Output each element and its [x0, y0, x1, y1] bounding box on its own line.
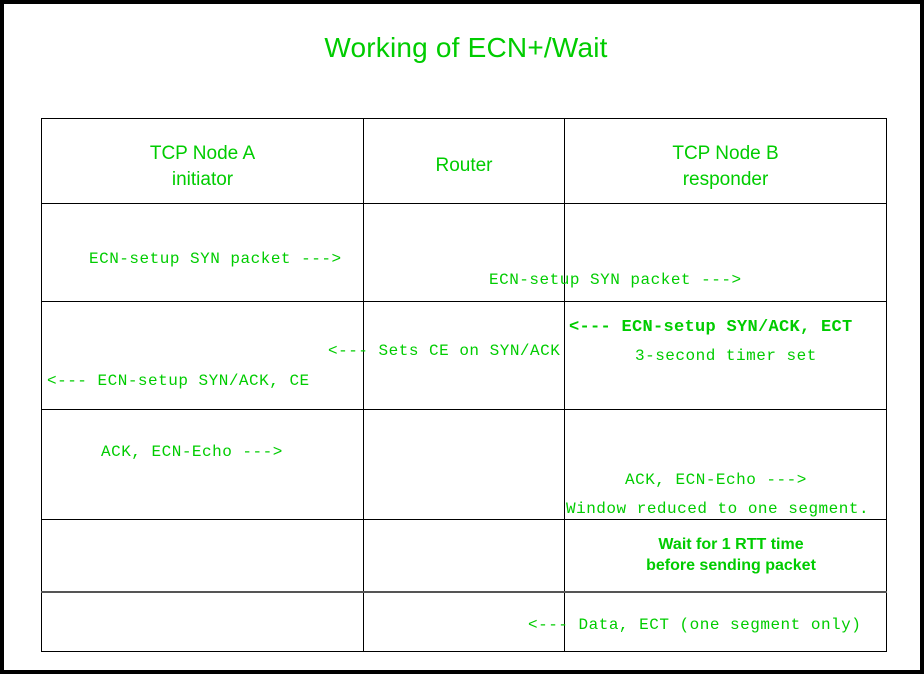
cell-node-a-wait	[41, 519, 364, 592]
cell-node-a-data	[41, 590, 364, 652]
page-title: Working of ECN+/Wait	[324, 32, 608, 63]
cell-node-b-wait	[564, 519, 887, 592]
column-header-node-b: TCP Node B responder	[564, 118, 887, 204]
cell-node-b-data	[564, 590, 887, 652]
message-node-b-wait: Wait for 1 RTT time before sending packe…	[566, 534, 896, 576]
cell-router-ack-echo	[363, 409, 565, 520]
message-router-sets-ce: <--- Sets CE on SYN/ACK	[328, 342, 561, 360]
message-node-b-ack-echo: ACK, ECN-Echo --->	[625, 471, 807, 489]
message-node-a-syn: ECN-setup SYN packet --->	[89, 250, 342, 268]
column-subtitle-node-b: responder	[682, 169, 769, 190]
column-header-node-a: TCP Node A initiator	[41, 118, 364, 204]
message-node-b-timer: 3-second timer set	[635, 347, 817, 365]
message-node-b-synack-ect: <--- ECN-setup SYN/ACK, ECT	[569, 318, 853, 337]
cell-node-b-ack-echo	[564, 409, 887, 520]
message-node-b-wait-line1: Wait for 1 RTT time	[658, 536, 804, 553]
column-subtitle-node-a: initiator	[171, 169, 234, 190]
column-title-node-a: TCP Node A	[149, 143, 256, 164]
cell-node-b-syn	[564, 203, 887, 302]
cell-node-a-ack-echo	[41, 409, 364, 520]
table-row	[41, 203, 887, 302]
cell-router-wait	[363, 519, 565, 592]
cell-router-data	[363, 590, 565, 652]
column-title-router: Router	[435, 155, 493, 176]
message-node-b-syn: ECN-setup SYN packet --->	[489, 271, 742, 289]
message-node-a-ack-echo: ACK, ECN-Echo --->	[101, 443, 283, 461]
message-node-b-data: <--- Data, ECT (one segment only)	[528, 616, 862, 634]
cell-node-b-synack	[564, 301, 887, 410]
table-row	[41, 301, 887, 410]
column-title-node-b: TCP Node B	[672, 143, 779, 164]
table-row	[41, 590, 887, 652]
column-header-router: Router	[363, 118, 565, 204]
message-node-a-synack-ce: <--- ECN-setup SYN/ACK, CE	[47, 372, 310, 390]
message-node-b-window-reduced: Window reduced to one segment.	[566, 500, 870, 518]
ecn-sequence-table: TCP Node A initiator Router TCP Node B r…	[41, 118, 887, 652]
cell-router-synack	[363, 301, 565, 410]
cell-node-a-synack	[41, 301, 364, 410]
table-row	[41, 409, 887, 520]
table-header-row: TCP Node A initiator Router TCP Node B r…	[41, 118, 887, 204]
table-row	[41, 519, 887, 592]
message-node-b-wait-line2: before sending packet	[646, 557, 816, 574]
cell-node-a-syn	[41, 203, 364, 302]
message-annotation-layer: ECN-setup SYN packet ---> ECN-setup SYN …	[41, 118, 886, 658]
